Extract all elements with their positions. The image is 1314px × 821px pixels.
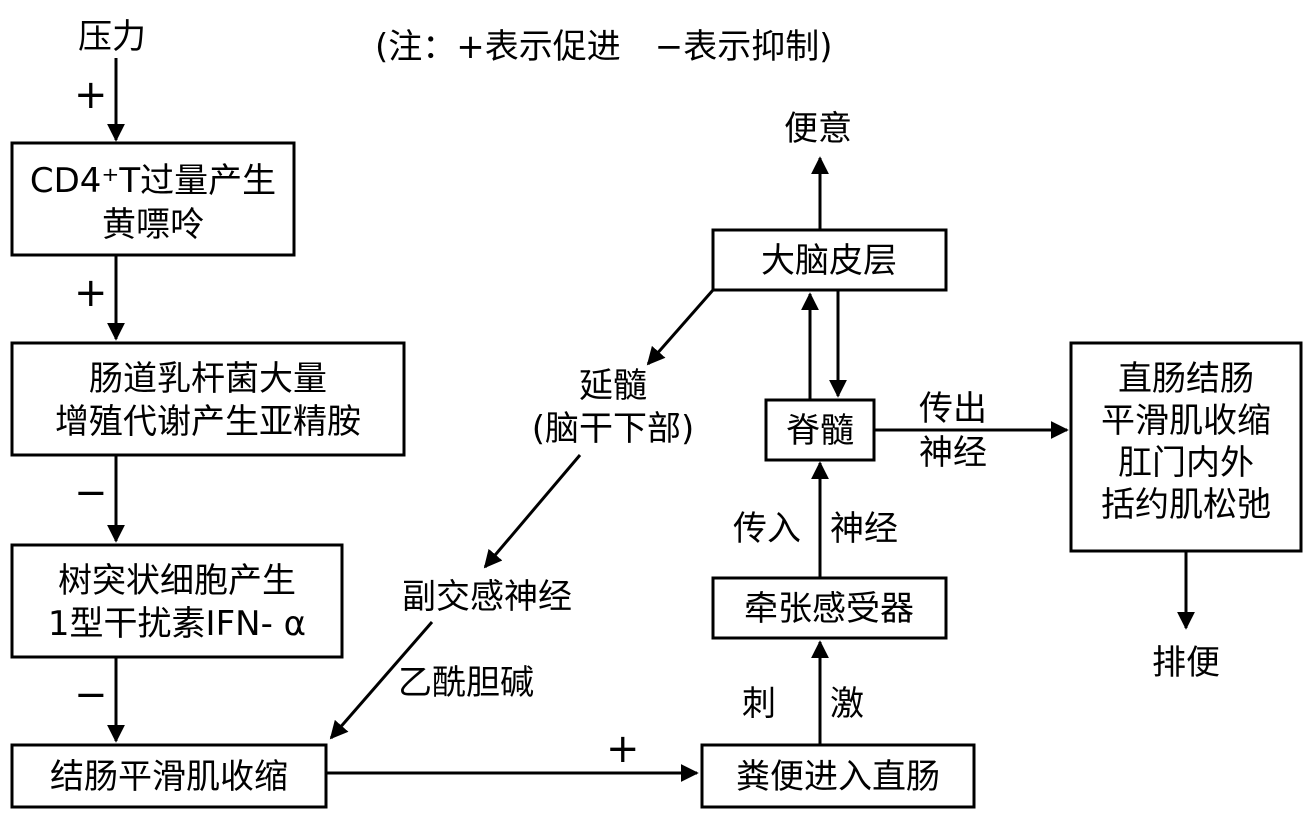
defecation-label: 排便 [1152, 643, 1220, 683]
dendritic-box: 树突状细胞产生 1型干扰素IFN- α [10, 543, 344, 659]
arrow-cortex-to-medulla [646, 289, 715, 366]
stress-label: 压力 [78, 17, 146, 57]
sign-cd4-to-lacto: + [74, 270, 108, 316]
dendritic-box-line-1: 树突状细胞产生 [58, 561, 296, 601]
stimulus-label-1: 刺 [742, 684, 776, 724]
sign-colon-to-feces: + [606, 726, 640, 772]
cerebral-cortex-box: 大脑皮层 [711, 228, 948, 292]
sign-dendritic-to-colon: − [74, 672, 108, 718]
lactobacillus-box-line-1: 肠道乳杆菌大量 [89, 359, 327, 399]
acetylcholine-label: 乙酰胆碱 [398, 663, 534, 703]
colon-box-line-1: 结肠平滑肌收缩 [50, 757, 288, 797]
sign-lacto-to-dendritic: − [74, 470, 108, 516]
rectum-response-box-line-1: 直肠结肠 [1118, 359, 1254, 399]
parasympathetic-label: 副交感神经 [402, 577, 572, 617]
spinal-cord-box-line-1: 脊髓 [786, 411, 854, 451]
stimulus-label-2: 激 [830, 684, 864, 724]
rectum-response-box-line-2: 平滑肌收缩 [1101, 401, 1271, 441]
cd4-box-line-2: 黄嘌呤 [102, 205, 204, 245]
rectum-response-box: 直肠结肠 平滑肌收缩 肛门内外 括约肌松弛 [1069, 341, 1303, 553]
legend-note: (注：+表示促进 −表示抑制) [375, 27, 833, 67]
efferent-label-1: 传出 [919, 389, 987, 429]
afferent-label-1: 传入 [733, 509, 801, 549]
spinal-cord-box: 脊髓 [764, 398, 876, 462]
afferent-label-2: 神经 [830, 509, 898, 549]
rectum-response-box-line-3: 肛门内外 [1118, 443, 1254, 483]
stretch-receptor-box-line-1: 牵张感受器 [744, 589, 914, 629]
lactobacillus-box: 肠道乳杆菌大量 增殖代谢产生亚精胺 [10, 341, 406, 457]
stretch-receptor-box: 牵张感受器 [711, 576, 948, 640]
feces-box: 粪便进入直肠 [700, 743, 976, 809]
arrow-parasympathetic-to-colon [329, 621, 434, 740]
urge-label: 便意 [784, 109, 852, 149]
feces-box-line-1: 粪便进入直肠 [736, 757, 940, 797]
sign-stress-to-cd4: + [74, 72, 108, 118]
medulla-label-1: 延髓 [579, 366, 647, 406]
dendritic-box-line-2: 1型干扰素IFN- α [48, 604, 306, 644]
cd4-box-line-1: CD4⁺T过量产生 [30, 161, 276, 201]
efferent-label-2: 神经 [919, 433, 987, 473]
medulla-label-2: (脑干下部) [532, 409, 695, 449]
rectum-response-box-line-4: 括约肌松弛 [1101, 485, 1271, 525]
arrow-medulla-to-parasympathetic [483, 454, 582, 569]
lactobacillus-box-line-2: 增殖代谢产生亚精胺 [55, 402, 361, 442]
cd4-box: CD4⁺T过量产生 黄嘌呤 [10, 141, 296, 257]
cerebral-cortex-box-line-1: 大脑皮层 [761, 241, 897, 281]
colon-box: 结肠平滑肌收缩 [10, 743, 328, 809]
